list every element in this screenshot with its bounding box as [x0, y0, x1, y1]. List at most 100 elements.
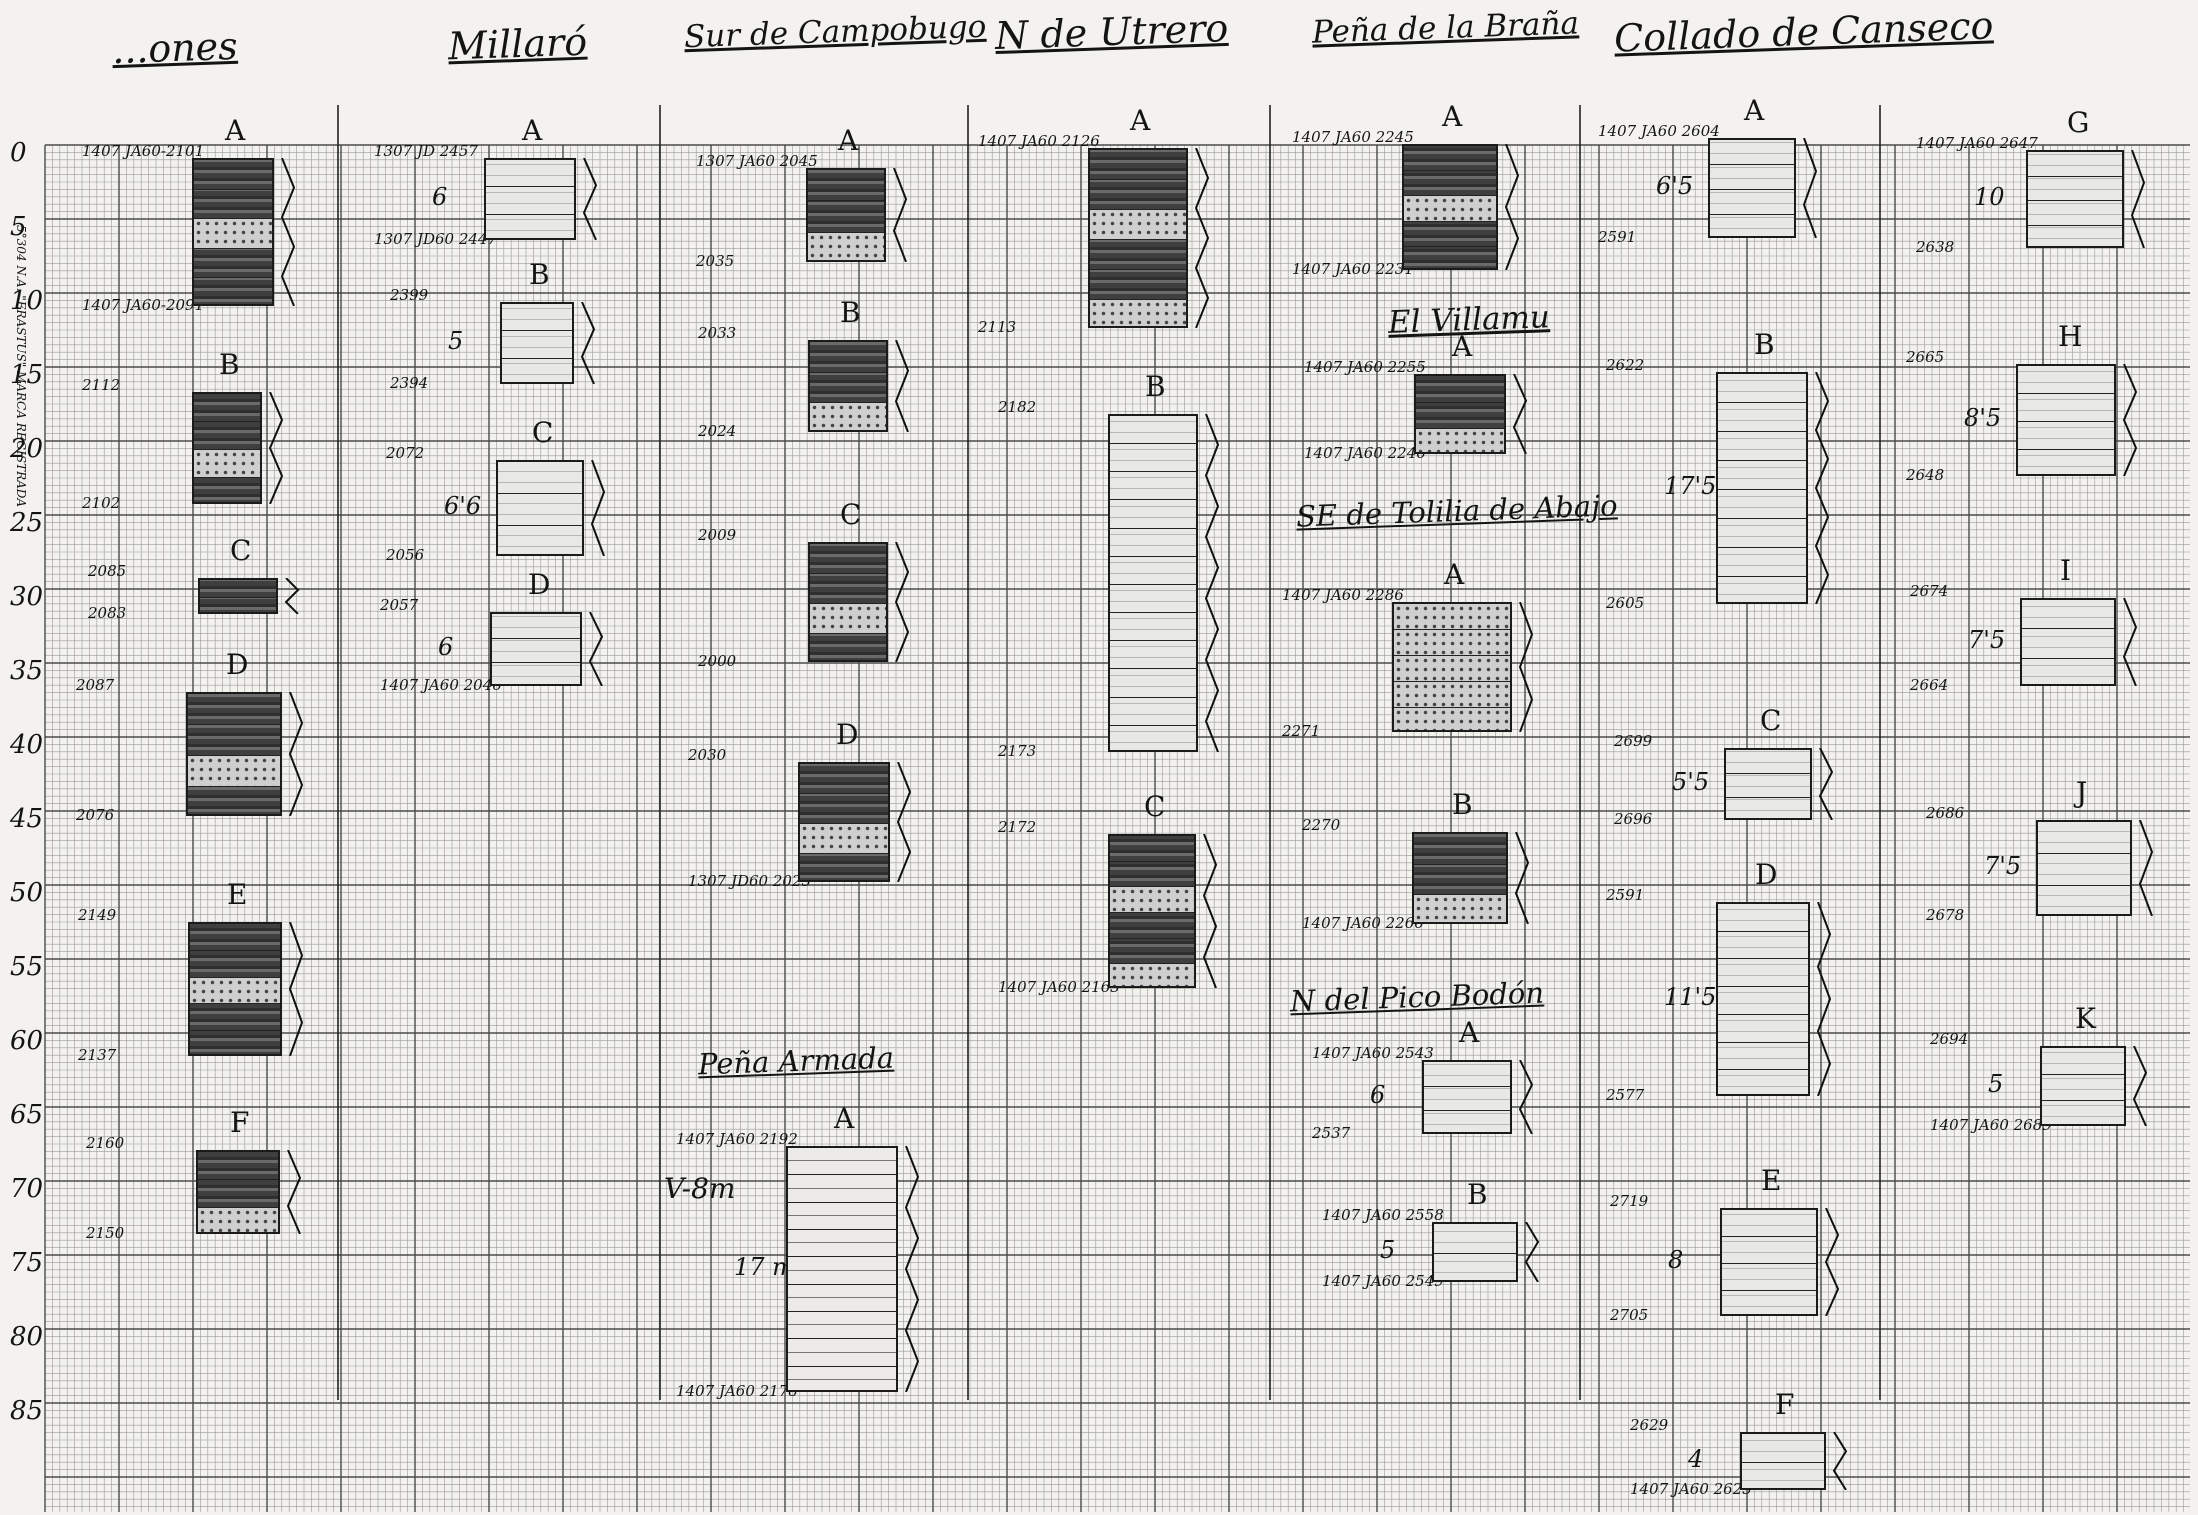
- rock-bed: [1110, 669, 1196, 697]
- rock-bed: [810, 634, 886, 662]
- rock-bed: [1718, 374, 1806, 403]
- unit-letter: C: [230, 534, 251, 567]
- rock-bed: [1718, 519, 1806, 548]
- rock-bed: [788, 1339, 896, 1366]
- rock-bed: [810, 373, 886, 404]
- rock-bed: [788, 1203, 896, 1230]
- rock-bed: [502, 331, 572, 358]
- weathering-profile: [1814, 748, 1844, 820]
- weathering-profile: [1510, 832, 1540, 924]
- sample-code-bottom: 2678: [1926, 906, 1964, 924]
- thickness-label: 5: [1988, 1070, 2003, 1098]
- rock-bed: [810, 342, 886, 373]
- rock-bed: [1404, 222, 1496, 247]
- thickness-label: 17'5: [1664, 472, 1716, 500]
- thickness-label: 5: [448, 327, 463, 355]
- depth-tick-label: 0: [10, 138, 27, 168]
- sample-code-top: 2030: [688, 746, 726, 764]
- rock-bed: [1718, 548, 1806, 577]
- stratigraphic-column: [1708, 138, 1796, 238]
- stratigraphic-column: [1724, 748, 1812, 820]
- rock-bed: [502, 304, 572, 331]
- sample-code-top: 1407 JA60 2558: [1322, 1206, 1444, 1224]
- sample-code-top: 2172: [998, 818, 1036, 836]
- sample-code-bottom: 2648: [1906, 466, 1944, 484]
- sample-code-top: 1407 JA60 2604: [1598, 122, 1720, 140]
- rock-bed: [1394, 682, 1510, 708]
- rock-bed: [1718, 987, 1808, 1015]
- rock-bed: [800, 824, 888, 854]
- sample-code-bottom: 1407 JA60 2689: [1930, 1116, 2052, 1134]
- rock-bed: [502, 359, 572, 384]
- rock-bed: [1416, 429, 1504, 454]
- weathering-profile: [1828, 1432, 1858, 1490]
- sample-code-bottom: 1407 JA60-2091: [82, 296, 204, 314]
- sample-code-top: 2665: [1906, 348, 1944, 366]
- rock-bed: [1090, 150, 1186, 180]
- rock-bed: [486, 160, 574, 187]
- rock-bed: [2022, 629, 2114, 658]
- rock-bed: [198, 1180, 278, 1208]
- rock-bed: [1722, 1264, 1816, 1291]
- weathering-profile: [1520, 1222, 1550, 1282]
- unit-letter: C: [1760, 704, 1781, 737]
- rock-bed: [1110, 585, 1196, 613]
- unit-letter: A: [838, 124, 858, 157]
- rock-bed: [498, 526, 582, 556]
- depth-tick-label: 60: [10, 1026, 43, 1056]
- sample-code-bottom: 2664: [1910, 676, 1948, 694]
- unit-letter: A: [1444, 558, 1464, 591]
- depth-tick-label: 50: [10, 878, 43, 908]
- stratigraphic-column: [192, 158, 274, 306]
- rock-bed: [1726, 750, 1810, 774]
- sample-code-bottom: 1407 JA60 2231: [1292, 260, 1414, 278]
- depth-tick-label: 30: [10, 582, 43, 612]
- unit-letter: D: [1755, 858, 1777, 891]
- rock-bed: [1394, 604, 1510, 630]
- unit-letter: A: [834, 1102, 854, 1135]
- rock-bed: [788, 1148, 896, 1175]
- weathering-profile: [1514, 1060, 1544, 1134]
- rock-bed: [1110, 529, 1196, 557]
- unit-letter: I: [2060, 554, 2071, 587]
- rock-bed: [190, 1031, 280, 1056]
- thickness-label: 5'5: [1672, 768, 1709, 796]
- rock-bed: [190, 951, 280, 978]
- stratigraphic-column: [188, 922, 282, 1056]
- sample-code-top: 2160: [86, 1134, 124, 1152]
- sample-code-bottom: 2696: [1614, 810, 1652, 828]
- rock-bed: [1110, 557, 1196, 585]
- weathering-profile: [888, 168, 918, 262]
- sample-code-top: 2399: [390, 286, 428, 304]
- thickness-label: 6: [1370, 1081, 1385, 1109]
- unit-letter: A: [225, 114, 245, 147]
- rock-bed: [486, 187, 574, 214]
- weathering-profile: [2118, 598, 2148, 686]
- unit-letter: C: [532, 416, 553, 449]
- stratigraphic-column: [1402, 144, 1498, 270]
- rock-bed: [1710, 165, 1794, 190]
- rock-bed: [1718, 403, 1806, 432]
- unit-letter: E: [227, 878, 247, 911]
- unit-letter: C: [1144, 790, 1165, 823]
- rock-bed: [1090, 300, 1186, 328]
- rock-bed: [188, 694, 280, 725]
- rock-bed: [788, 1175, 896, 1202]
- rock-bed: [194, 219, 272, 249]
- rock-bed: [2028, 201, 2122, 226]
- rock-bed: [190, 1004, 280, 1031]
- stratigraphic-column: [496, 460, 584, 556]
- rock-bed: [1710, 190, 1794, 215]
- rock-bed: [1718, 959, 1808, 987]
- rock-bed: [1414, 834, 1506, 865]
- sample-code-top: 1407 JA60 2245: [1292, 128, 1414, 146]
- sample-code-bottom: 2605: [1606, 594, 1644, 612]
- rock-bed: [194, 450, 260, 478]
- rock-bed: [194, 422, 260, 450]
- weathering-profile: [586, 460, 616, 556]
- sample-code-bottom: 2102: [82, 494, 120, 512]
- sample-code-bottom: 1407 JA60 2163: [998, 978, 1120, 996]
- stratigraphic-column: [1392, 602, 1512, 732]
- unit-letter: A: [1459, 1016, 1479, 1049]
